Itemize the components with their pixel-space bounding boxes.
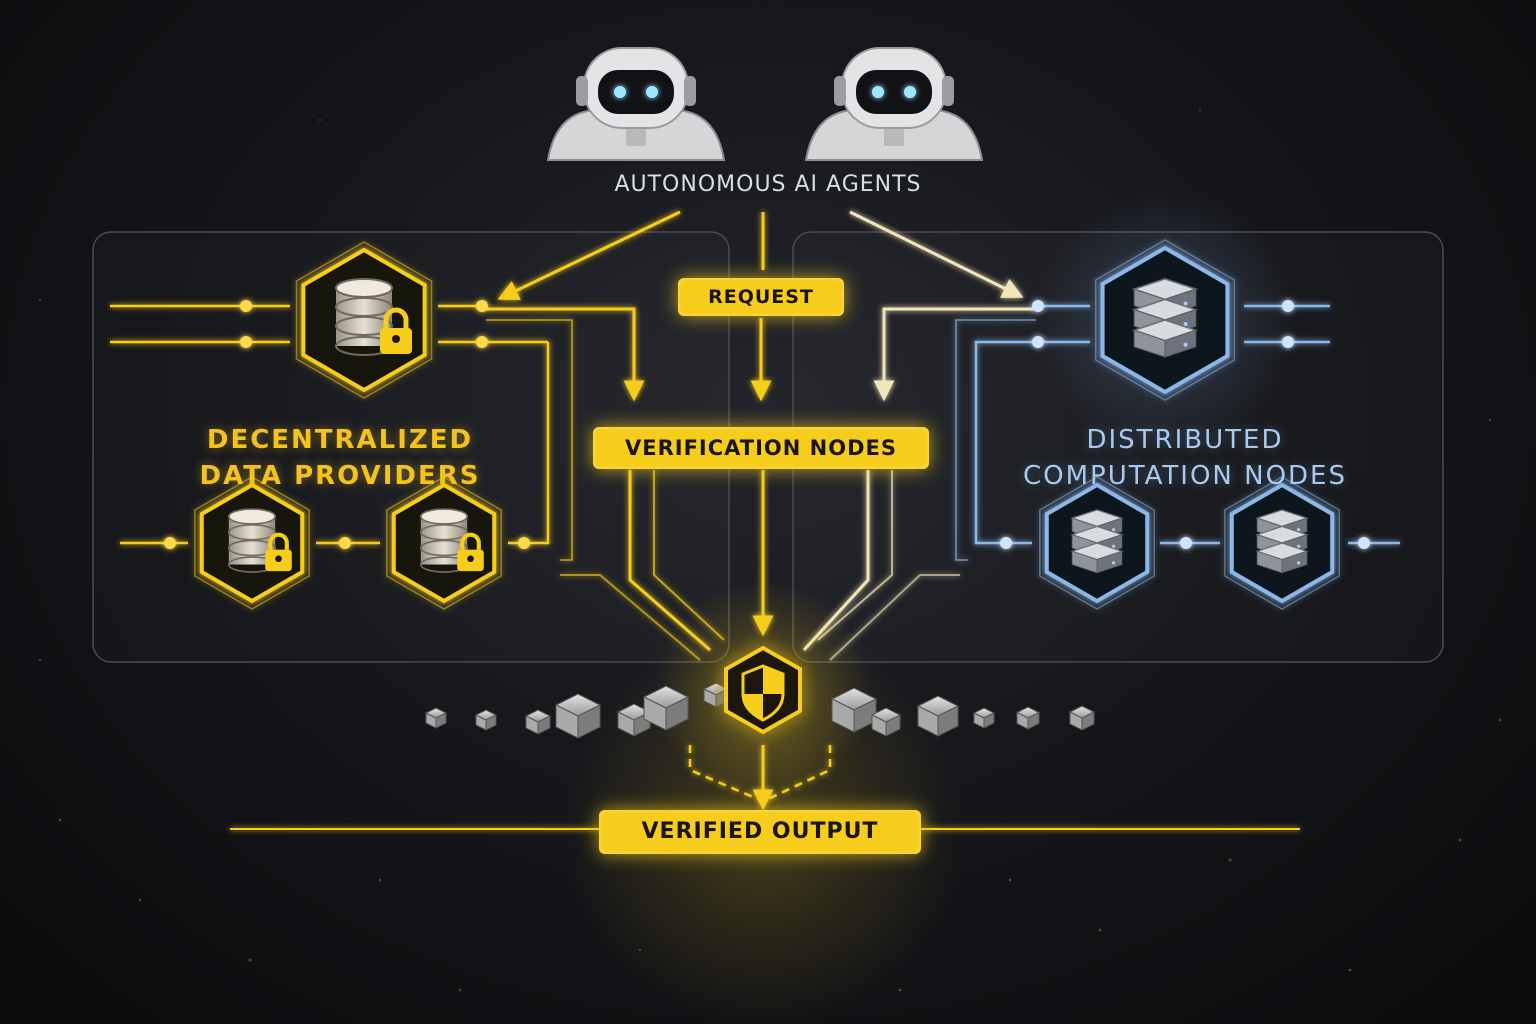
robot-icon <box>548 48 724 160</box>
cube-icon <box>426 708 446 728</box>
providers-title-line1: DECENTRALIZED <box>130 422 550 458</box>
robot-icon <box>806 48 982 160</box>
computation-title: DISTRIBUTED COMPUTATION NODES <box>1000 422 1370 494</box>
computation-title-line2: COMPUTATION NODES <box>1000 458 1370 494</box>
cube-icon <box>476 710 496 730</box>
cube-icon <box>1070 706 1094 730</box>
verified-output-label: VERIFIED OUTPUT <box>599 810 921 854</box>
cube-icon <box>974 708 994 728</box>
computation-title-line1: DISTRIBUTED <box>1000 422 1370 458</box>
cube-icon <box>1017 707 1039 729</box>
agents-title: AUTONOMOUS AI AGENTS <box>468 172 1068 197</box>
shield-icon <box>726 648 800 732</box>
providers-title: DECENTRALIZED DATA PROVIDERS <box>130 422 550 494</box>
verification-nodes-label: VERIFICATION NODES <box>593 427 929 469</box>
providers-title-line2: DATA PROVIDERS <box>130 458 550 494</box>
cube-icon <box>526 710 550 734</box>
request-label: REQUEST <box>678 278 844 316</box>
